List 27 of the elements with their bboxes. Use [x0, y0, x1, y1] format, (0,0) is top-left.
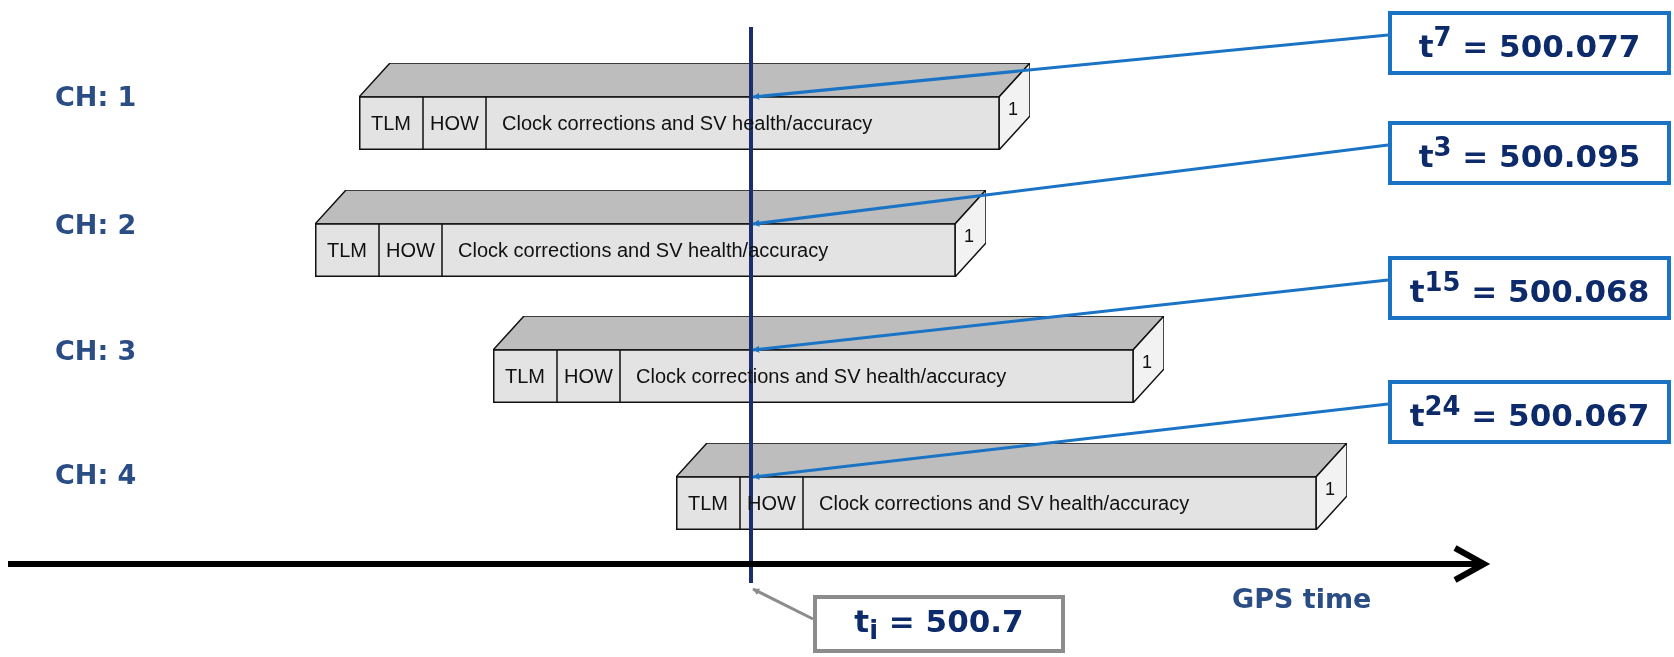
segment-label: HOW: [563, 364, 614, 389]
arrow: [752, 278, 1389, 353]
segment-label: HOW: [385, 238, 436, 263]
channel-label: CH: 4: [55, 458, 137, 490]
page-number: 1: [964, 226, 974, 247]
page-number: 1: [1325, 479, 1335, 500]
segment-label: Clock corrections and SV health/accuracy: [818, 491, 1191, 516]
timestamp-box: t$^{7}$ = 500.077: [1388, 11, 1671, 75]
timestamp-box: t$_{i}$ = 500.7: [813, 595, 1065, 653]
segment-label: TLM: [504, 364, 546, 389]
axis-label: GPS time: [1232, 582, 1372, 614]
page-number: 1: [1142, 352, 1152, 373]
segment-label: TLM: [370, 111, 412, 136]
arrow: [752, 33, 1389, 100]
page-number: 1: [1008, 99, 1018, 120]
channel-label: CH: 2: [55, 208, 137, 240]
arrow: [752, 587, 814, 621]
arrow: [752, 143, 1389, 227]
timestamp-box: t$^{15}$ = 500.068: [1388, 256, 1671, 320]
segment-label: TLM: [326, 238, 368, 263]
segment-label: TLM: [687, 491, 729, 516]
timestamp-box: t$^{24}$ = 500.067: [1388, 380, 1671, 444]
timestamp-box: t$^{3}$ = 500.095: [1388, 121, 1671, 185]
arrow: [752, 402, 1389, 480]
channel-label: CH: 1: [55, 80, 137, 112]
channel-label: CH: 3: [55, 334, 137, 366]
segment-label: HOW: [429, 111, 480, 136]
